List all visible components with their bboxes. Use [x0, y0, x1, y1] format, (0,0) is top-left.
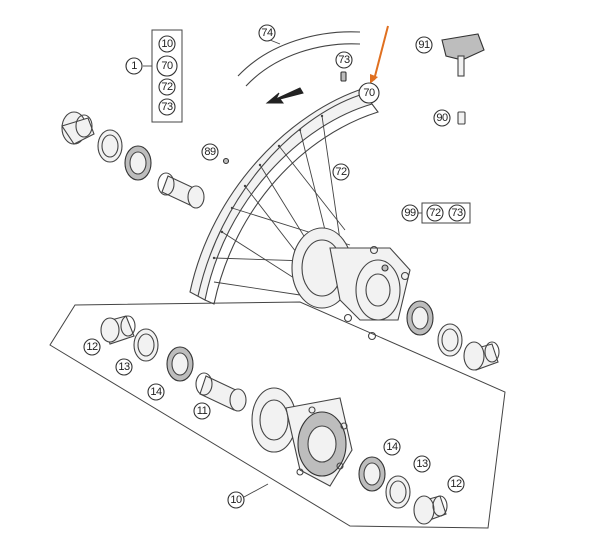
valve-parts: 91 90	[415, 33, 485, 127]
hub-kit-outline	[49, 301, 506, 529]
svg-text:14: 14	[386, 441, 398, 453]
callout-14-left: 14	[147, 383, 165, 401]
group-1-member-72: 72	[158, 78, 176, 96]
svg-text:70: 70	[161, 60, 173, 72]
rim-callout-70: 70	[358, 25, 389, 104]
lower-right-parts	[358, 456, 448, 525]
callout-89-group: 89	[201, 143, 230, 165]
rim	[189, 87, 379, 305]
svg-text:73: 73	[338, 54, 350, 66]
callout-74: 74	[258, 24, 276, 42]
highlight-ring	[156, 55, 178, 77]
svg-text:91: 91	[418, 39, 430, 51]
callout-1: 1	[125, 57, 143, 75]
callout-89: 89	[201, 143, 219, 161]
svg-text:73: 73	[451, 207, 463, 219]
callout-12-right: 12	[447, 475, 465, 493]
callout-73-top: 73	[335, 51, 353, 69]
rim-body	[189, 87, 373, 301]
group-1-member-70: 70	[156, 55, 178, 77]
svg-text:72: 72	[161, 81, 173, 93]
callout-13-right: 13	[413, 455, 431, 473]
lower-left-parts	[100, 315, 247, 412]
valve-cap	[457, 111, 466, 125]
rim-tape-outer	[237, 31, 361, 77]
svg-text:70: 70	[363, 87, 375, 99]
svg-text:12: 12	[86, 341, 98, 353]
callout-11: 11	[193, 402, 211, 420]
hub-kit-frame: 10	[49, 301, 506, 529]
valve-stem	[457, 55, 465, 77]
callout-70-rim: 70	[358, 82, 380, 104]
svg-text:74: 74	[261, 27, 273, 39]
svg-text:89: 89	[204, 146, 216, 158]
rim-edge	[204, 103, 379, 305]
svg-text:72: 72	[335, 166, 347, 178]
svg-text:72: 72	[429, 207, 441, 219]
svg-text:90: 90	[436, 112, 448, 124]
upper-hub	[291, 227, 411, 341]
group-1-box: 1 10 70 72 73	[125, 29, 183, 123]
group-99-member-73: 73	[448, 204, 466, 222]
callout-91: 91	[415, 36, 433, 54]
callout-72-spokes: 72	[332, 163, 350, 181]
callout-99: 99	[401, 204, 419, 222]
callout-1-label: 1	[131, 60, 137, 72]
callout-13-left: 13	[115, 358, 133, 376]
rim-tape-inner	[245, 43, 361, 87]
rim-groove	[197, 94, 361, 297]
group-99-box: 99 72 73	[401, 202, 471, 224]
group-1-member-10: 10	[158, 35, 176, 53]
orange-arrow-shaft	[373, 25, 389, 81]
svg-text:73: 73	[161, 101, 173, 113]
group-99-member-72: 72	[426, 204, 444, 222]
svg-text:14: 14	[150, 386, 162, 398]
callout-10-bottom: 10	[227, 491, 245, 509]
spoke-nipple: 73	[335, 51, 353, 82]
group-1-frame	[151, 29, 183, 123]
svg-text:10: 10	[230, 494, 242, 506]
svg-text:12: 12	[450, 478, 462, 490]
rotation-arrow-icon	[265, 87, 304, 104]
grease-point	[222, 157, 230, 165]
rim-tape: 74	[237, 24, 361, 87]
callout-14-right: 14	[383, 438, 401, 456]
nipple-part	[340, 71, 347, 82]
callout-12-left: 12	[83, 338, 101, 356]
lower-hub	[251, 387, 353, 487]
svg-text:99: 99	[404, 207, 416, 219]
svg-text:13: 13	[118, 361, 130, 373]
valve-body	[441, 33, 485, 61]
upper-right-parts	[406, 300, 500, 371]
svg-text:13: 13	[416, 458, 428, 470]
upper-left-parts	[61, 111, 205, 209]
svg-text:10: 10	[161, 38, 173, 50]
group-1-member-73: 73	[158, 98, 176, 116]
orange-arrow-head	[370, 74, 378, 84]
callout-90: 90	[433, 109, 451, 127]
svg-text:11: 11	[197, 405, 208, 417]
